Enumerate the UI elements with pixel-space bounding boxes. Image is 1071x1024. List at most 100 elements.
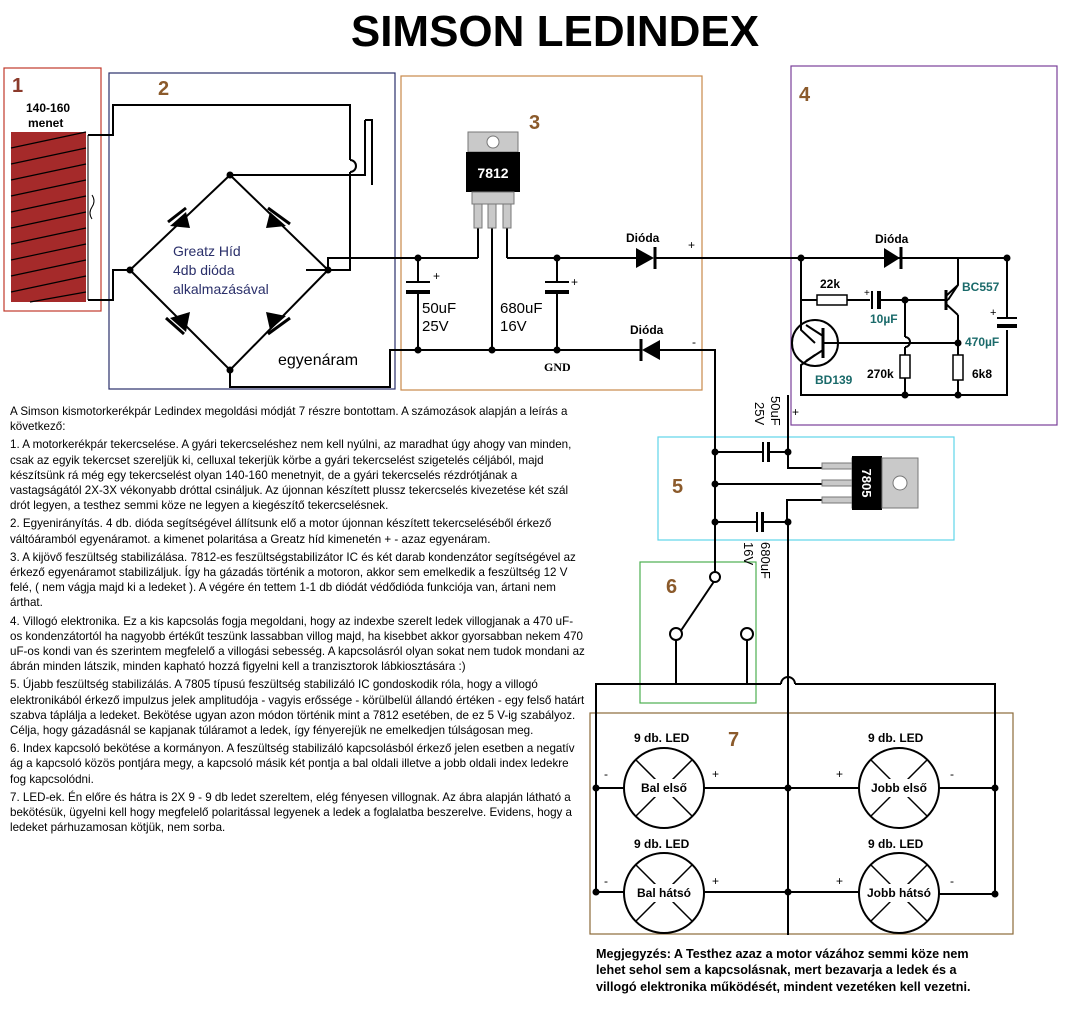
cap2-voltage-s5: 16V — [741, 542, 756, 565]
cap1-value-s5: 50uF — [768, 396, 783, 426]
page-title: SIMSON LEDINDEX — [351, 7, 759, 56]
led-bal-elso — [623, 747, 705, 829]
capacitor-50uf-s5 — [762, 442, 770, 462]
r3-label: 6k8 — [972, 367, 992, 381]
led-plus-bal-elso: + — [712, 767, 719, 781]
description-item-2: 2. Egyenirányítás. 4 db. dióda segítségé… — [10, 517, 552, 546]
description-intro: A Simson kismotorkerékpár Ledindex megol… — [10, 405, 568, 434]
coil-turns-label-2: menet — [28, 116, 63, 130]
led-minus-bal-hatso: - — [604, 874, 608, 888]
cap-label-s4: 10µF — [870, 312, 898, 326]
svg-text:+: + — [990, 307, 996, 319]
led-plus-jobb-hatso: + — [836, 874, 843, 888]
cap1-value-s3: 50uF — [422, 300, 456, 317]
cap1-voltage-s5: 25V — [752, 402, 767, 425]
resistor-6k8 — [952, 354, 964, 381]
description-block: A Simson kismotorkerékpár Ledindex megol… — [10, 404, 585, 838]
cap2-value-s3: 680uF — [500, 300, 543, 317]
led-name-bal-hatso: Bal hátsó — [637, 886, 691, 900]
capacitor-470uf: + — [990, 307, 1017, 328]
cap1-voltage-s3: 25V — [422, 318, 449, 335]
diode-top-label-s3: Dióda — [626, 231, 660, 245]
r1-label: 22k — [820, 277, 840, 291]
section-1-box — [3, 67, 102, 312]
bridge-diode-4 — [266, 312, 291, 336]
section-5-number: 5 — [672, 476, 683, 498]
section-2-box — [108, 72, 396, 390]
cap2-voltage-s3: 16V — [500, 318, 527, 335]
diode-label-s4: Dióda — [875, 232, 909, 246]
section-3-box — [400, 75, 703, 391]
capacitor-680uf-s5 — [756, 512, 764, 532]
capacitor-50uf-s3: + — [406, 269, 440, 294]
led-minus-jobb-hatso: - — [950, 874, 954, 888]
diode-bottom-s3 — [639, 339, 660, 361]
description-item-5: 5. Újabb feszültség stabilizálás. A 7805… — [10, 678, 585, 738]
r2-label: 270k — [867, 367, 894, 381]
regulator-7805: 7805 — [821, 456, 919, 510]
led-count-jobb-elso: 9 db. LED — [868, 731, 924, 745]
led-jobb-hatso — [858, 852, 940, 934]
section-7-number: 7 — [728, 729, 739, 751]
svg-text:+: + — [433, 269, 440, 283]
bridge-diode-3 — [165, 312, 190, 336]
section-6-box — [639, 561, 757, 704]
index-switch — [669, 571, 754, 641]
bridge-diode-2 — [266, 206, 291, 228]
led-minus-jobb-elso: - — [950, 767, 954, 781]
cap2-value-s5: 680uF — [758, 542, 773, 579]
cap-big-label: 470µF — [965, 335, 999, 349]
resistor-270k — [899, 354, 911, 379]
coil-turns-label-1: 140-160 — [26, 101, 70, 115]
section-1-number: 1 — [12, 75, 23, 97]
transistor-bd139 — [791, 319, 845, 367]
led-count-jobb-hatso: 9 db. LED — [868, 837, 924, 851]
regulator-7805-label: 7805 — [859, 469, 874, 498]
led-bal-hatso — [623, 852, 705, 934]
minus-sign-s3: - — [692, 335, 696, 349]
dc-label: egyenáram — [278, 352, 358, 369]
led-name-jobb-elso: Jobb első — [871, 781, 927, 795]
bridge-diode-1 — [167, 206, 190, 228]
led-jobb-elso — [858, 747, 940, 829]
led-name-bal-elso: Bal első — [641, 781, 687, 795]
description-item-3: 3. A kijövő feszültség stabilizálása. 78… — [10, 550, 576, 610]
description-item-6: 6. Index kapcsoló bekötése a kormányon. … — [10, 742, 575, 786]
led-plus-jobb-elso: + — [836, 767, 843, 781]
junction-dots — [126, 171, 1011, 898]
bridge-label-3: alkalmazásával — [173, 281, 269, 297]
section-2-number: 2 — [158, 78, 169, 100]
led-minus-bal-elso: - — [604, 767, 608, 781]
section-4-number: 4 — [799, 84, 811, 106]
diode-s4 — [884, 247, 903, 269]
regulator-7812-label: 7812 — [477, 165, 508, 181]
section-5-box — [657, 436, 955, 541]
section-7-box — [589, 712, 1014, 935]
section-4-box — [790, 65, 1058, 426]
note-block: Megjegyzés: A Testhez azaz a motor vázáh… — [596, 947, 971, 994]
coil — [10, 131, 95, 303]
svg-text:+: + — [571, 275, 578, 289]
section-3-number: 3 — [529, 112, 540, 134]
resistor-22k — [816, 294, 848, 306]
diode-bottom-label-s3: Dióda — [630, 323, 664, 337]
led-name-jobb-hatso: Jobb hátsó — [867, 886, 931, 900]
regulator-7812: 7812 — [466, 131, 520, 229]
section-6-number: 6 — [666, 576, 677, 598]
npn-label: BD139 — [815, 373, 853, 387]
gnd-label: GND — [544, 360, 571, 374]
description-item-4: 4. Villogó elektronika. Ez a kis kapcsol… — [10, 614, 585, 674]
diode-top-s3 — [636, 247, 657, 269]
capacitor-10uf: + — [864, 288, 881, 309]
led-count-bal-elso: 9 db. LED — [634, 731, 690, 745]
svg-text:+: + — [864, 288, 870, 299]
plus-sign-s4: + — [792, 405, 799, 419]
bridge-label-2: 4db dióda — [173, 262, 235, 278]
description-item-1: 1. A motorkerékpár tekercselése. A gyári… — [10, 438, 572, 513]
bridge-label-1: Greatz Híd — [173, 243, 241, 259]
led-plus-bal-hatso: + — [712, 874, 719, 888]
capacitor-680uf-s3: + — [545, 275, 578, 294]
pnp-label: BC557 — [962, 280, 1000, 294]
transistor-bc557 — [944, 284, 959, 316]
